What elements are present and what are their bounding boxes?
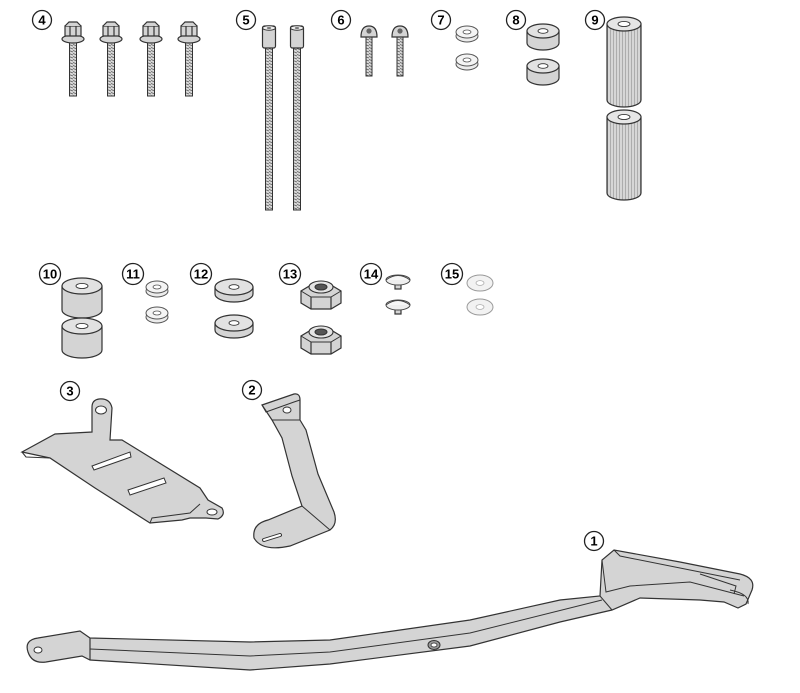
callout-9: 9 [584, 9, 606, 31]
callout-label: 5 [242, 13, 249, 28]
callout-13: 13 [278, 262, 302, 286]
part-9-tall-spacers [606, 16, 642, 201]
callout-label: 15 [445, 267, 459, 282]
part-2-strap-bracket [253, 393, 336, 549]
part-10-spacers [61, 277, 103, 359]
callout-label: 11 [126, 267, 140, 282]
part-11-washers [145, 280, 169, 324]
part-4-flange-bolts [61, 21, 201, 97]
callout-11: 11 [121, 262, 145, 286]
callout-label: 6 [337, 13, 344, 28]
part-5-long-bolts [261, 25, 305, 211]
callout-label: 10 [43, 267, 57, 282]
callout-label: 1 [590, 534, 597, 549]
callout-12: 12 [189, 262, 213, 286]
callout-label: 4 [38, 13, 46, 28]
callout-7: 7 [430, 9, 452, 31]
callout-label: 3 [66, 384, 73, 399]
callout-3: 3 [59, 380, 81, 402]
part-6-button-bolts [360, 25, 409, 77]
part-1-main-rail [26, 549, 754, 671]
part-15-washers [466, 274, 494, 316]
part-8-spacers [526, 23, 560, 86]
callout-5: 5 [235, 9, 257, 31]
callout-label: 8 [512, 13, 519, 28]
callout-label: 7 [437, 13, 444, 28]
callout-1: 1 [583, 530, 605, 552]
part-13-nuts [300, 280, 342, 355]
callout-label: 9 [591, 13, 598, 28]
part-12-wide-washers [214, 278, 254, 339]
callout-label: 13 [283, 267, 297, 282]
callout-4: 4 [31, 9, 53, 31]
callout-10: 10 [38, 262, 62, 286]
callout-2: 2 [241, 379, 263, 401]
callout-6: 6 [330, 9, 352, 31]
callout-15: 15 [440, 262, 464, 286]
callout-label: 14 [364, 267, 379, 282]
callout-label: 2 [248, 383, 255, 398]
part-7-washers [455, 25, 479, 71]
callout-label: 12 [194, 267, 208, 282]
callout-14: 14 [359, 262, 383, 286]
callout-8: 8 [505, 9, 527, 31]
part-3-plate-bracket [20, 398, 224, 524]
part-14-rivets [385, 274, 411, 315]
